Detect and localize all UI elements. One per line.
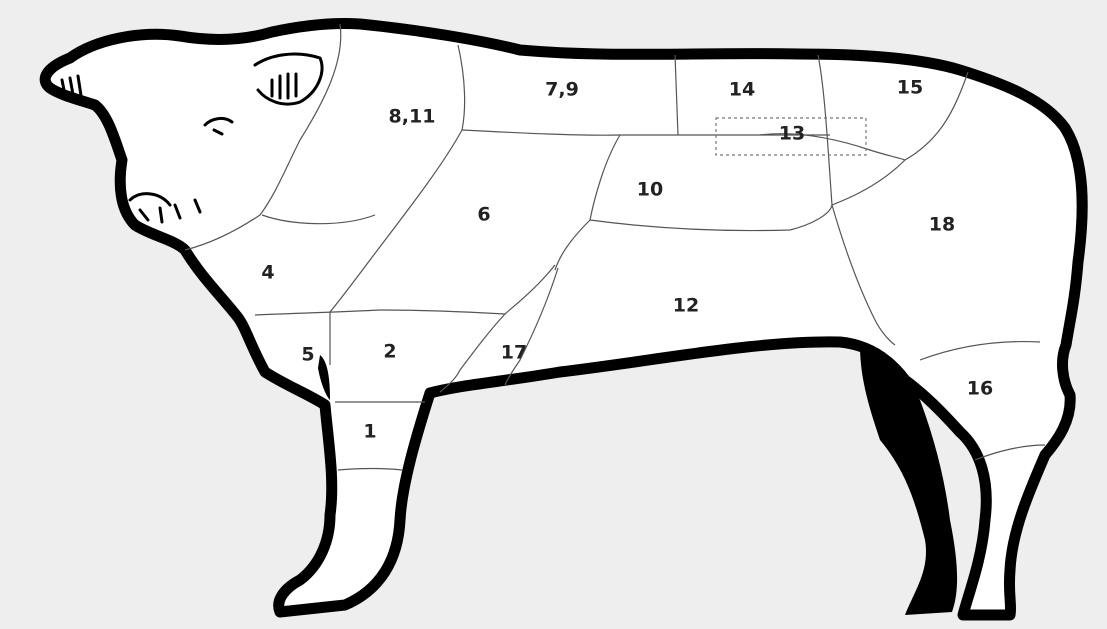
cut-label-16: 16 xyxy=(967,378,993,400)
cut-label-14: 14 xyxy=(729,79,755,101)
cut-label-2: 2 xyxy=(383,341,396,363)
cut-label-5: 5 xyxy=(301,344,314,366)
cut-label-10: 10 xyxy=(637,179,663,201)
cut-label-7-9: 7,9 xyxy=(545,79,579,101)
cut-label-17: 17 xyxy=(501,342,527,364)
cut-label-8-11: 8,11 xyxy=(389,106,436,128)
cut-label-15: 15 xyxy=(897,77,923,99)
bull-silhouette xyxy=(45,23,1082,615)
cut-label-1: 1 xyxy=(363,421,376,443)
cut-label-4: 4 xyxy=(261,262,274,284)
cut-label-6: 6 xyxy=(477,204,490,226)
cut-label-12: 12 xyxy=(673,295,699,317)
cut-label-18: 18 xyxy=(929,214,955,236)
cut-label-13: 13 xyxy=(779,123,805,145)
